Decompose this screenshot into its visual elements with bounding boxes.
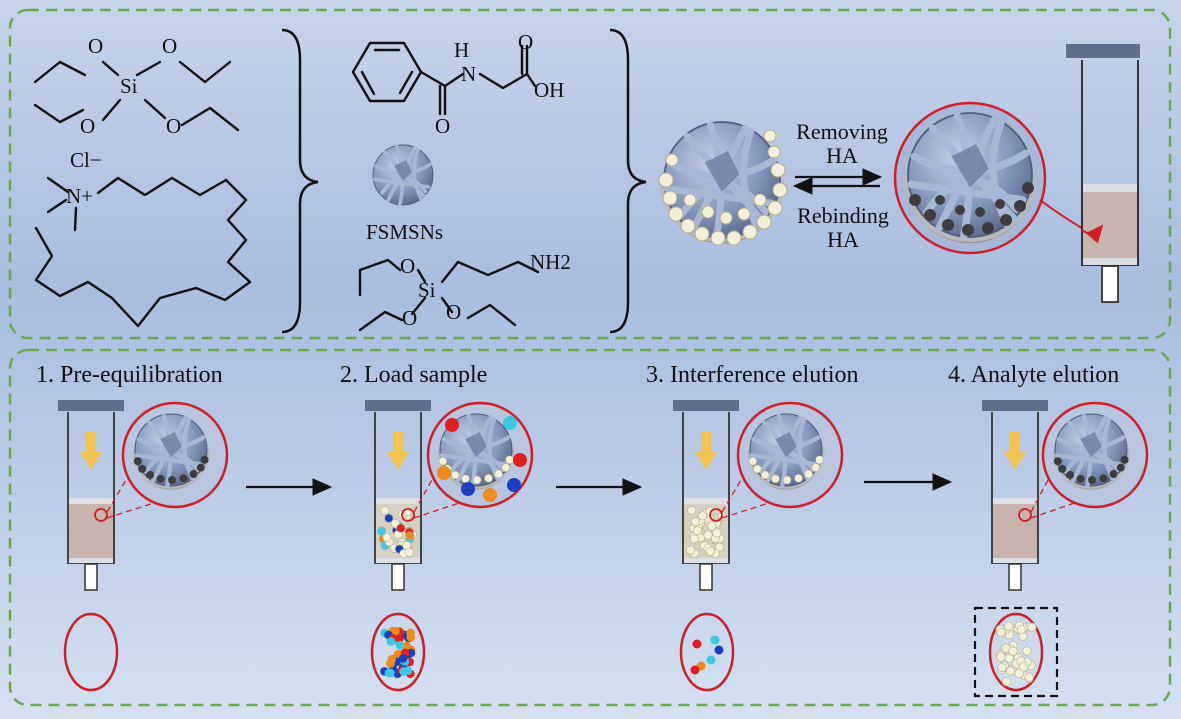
label-oh: OH — [534, 78, 565, 102]
spe-column-3 — [673, 400, 844, 591]
droplet — [1004, 621, 1014, 631]
label-o-carbonyl: O — [518, 30, 534, 54]
droplet — [710, 635, 720, 645]
label-n-amide: N — [461, 62, 477, 86]
label-n-plus: N+ — [66, 184, 94, 208]
droplet — [1022, 646, 1032, 656]
spe-column-1 — [58, 400, 229, 591]
top-panel-frame — [8, 8, 1172, 340]
droplet — [692, 639, 702, 649]
label-o-amide: O — [435, 114, 451, 138]
label-o4: O — [166, 114, 182, 138]
spe-column-4 — [982, 400, 1149, 591]
droplet — [714, 645, 724, 655]
label-nh2: NH2 — [530, 250, 571, 274]
droplet — [391, 626, 400, 636]
brace-right — [609, 28, 647, 334]
spe-column-2 — [365, 400, 534, 591]
droplet — [706, 655, 716, 665]
cavity-particle — [893, 101, 1086, 255]
droplet — [406, 628, 415, 638]
effluent-oval-2 — [370, 612, 426, 692]
droplet — [1008, 646, 1018, 656]
droplet — [402, 641, 411, 651]
droplet — [1024, 672, 1034, 682]
droplet — [1019, 662, 1029, 672]
flow-arrow-icon — [80, 432, 102, 470]
label-o2: O — [162, 34, 178, 58]
label-rebinding: Rebinding HA — [778, 204, 908, 252]
bottom-panel-frame — [8, 348, 1172, 707]
flow-arrow-icon — [695, 432, 717, 470]
effluent-oval-3 — [679, 612, 735, 692]
step-4-title: 4. Analyte elution — [948, 362, 1120, 388]
analyte-dashed-box — [973, 606, 1059, 698]
label-fsmsns: FSMSNs — [366, 220, 444, 244]
droplet — [403, 666, 413, 675]
label-aptes-o3: O — [446, 300, 462, 324]
step-1-title: 1. Pre-equilibration — [36, 362, 223, 388]
droplet — [1005, 666, 1016, 676]
label-chloride: Cl− — [70, 148, 102, 172]
label-si: Si — [120, 74, 138, 98]
step-2-title: 2. Load sample — [340, 362, 488, 388]
label-aptes-o1: O — [400, 254, 416, 278]
rebinding-text: Rebinding — [797, 203, 889, 228]
removing-text: Removing — [796, 119, 888, 144]
rebinding-ha-text: HA — [827, 227, 859, 252]
droplet — [1027, 622, 1037, 632]
droplet — [997, 662, 1007, 673]
droplet — [690, 665, 700, 675]
step-columns — [58, 400, 1149, 591]
removing-ha-text: HA — [826, 143, 858, 168]
imprinted-particle — [658, 122, 788, 246]
droplet — [398, 654, 408, 663]
label-aptes-si: Si — [418, 278, 436, 302]
droplet — [1014, 668, 1024, 679]
ctac-structure — [34, 176, 252, 328]
droplet — [386, 668, 395, 678]
effluent-oval-1 — [63, 612, 119, 692]
brace-left — [281, 28, 319, 334]
aptes-structure — [358, 258, 540, 332]
teos-structure — [33, 60, 240, 132]
effluent-oval-4 — [988, 612, 1044, 692]
label-removing: Removing HA — [782, 120, 902, 168]
fsmsns-sphere — [373, 145, 433, 205]
label-aptes-o2: O — [402, 306, 418, 330]
label-o1: O — [88, 34, 104, 58]
droplet — [1016, 624, 1026, 635]
droplet — [1001, 676, 1011, 687]
effluent-droplets — [380, 621, 1037, 687]
droplet — [996, 627, 1006, 638]
step-3-title: 3. Interference elution — [646, 362, 859, 388]
label-h: H — [454, 38, 470, 62]
droplet — [387, 655, 397, 664]
hippuric-acid-structure — [351, 41, 537, 116]
droplet — [386, 637, 396, 646]
spe-column-large — [1066, 44, 1140, 303]
flow-arrow-icon — [1004, 432, 1026, 470]
droplet — [996, 652, 1006, 662]
droplet — [395, 640, 405, 650]
flow-arrow-icon — [387, 432, 409, 470]
label-o3: O — [80, 114, 96, 138]
